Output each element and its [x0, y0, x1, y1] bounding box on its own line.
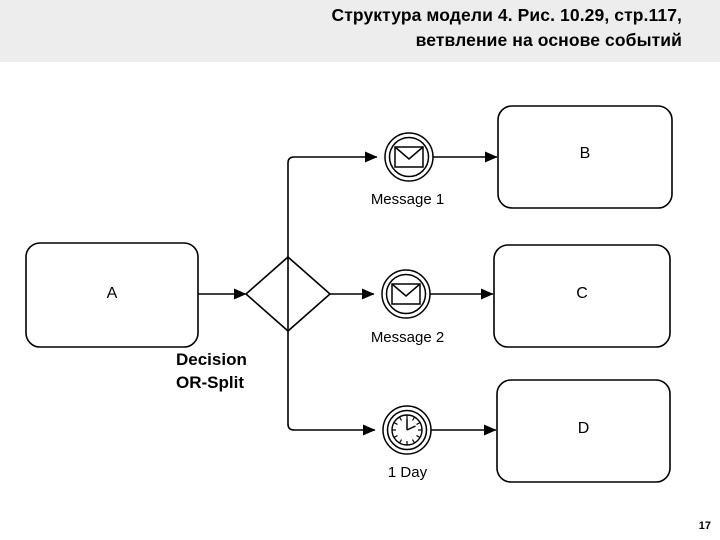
event-message-1[interactable] — [384, 132, 434, 182]
event-timer-1-day[interactable] — [382, 405, 432, 455]
flow-decision-to-message-1 — [287, 151, 378, 294]
task-c-label: C — [576, 285, 588, 302]
flow-decision-to-timer — [287, 294, 376, 436]
task-a[interactable] — [25, 242, 199, 348]
event-timer-1-label: 1 Day — [387, 464, 428, 481]
event-message-2-label: Message 2 — [370, 329, 445, 346]
task-c[interactable] — [493, 244, 671, 348]
task-a-label: A — [106, 285, 118, 302]
envelope-icon — [394, 146, 424, 168]
event-message-2[interactable] — [381, 269, 431, 319]
clock-icon — [391, 414, 423, 446]
task-b-label: B — [579, 145, 591, 162]
task-d[interactable] — [496, 379, 671, 483]
event-message-1-label: Message 1 — [370, 191, 445, 208]
title-band — [0, 0, 720, 62]
page-title: Структура модели 4. Рис. 10.29, стр.117,… — [40, 3, 682, 53]
gateway-decision-label-line-1: Decision — [176, 350, 247, 369]
task-d-label: D — [577, 420, 590, 437]
page-title-line-1: Структура модели 4. Рис. 10.29, стр.117, — [331, 5, 682, 25]
page-number: 17 — [698, 520, 711, 532]
page-title-line-2: ветвление на основе событий — [415, 30, 682, 50]
gateway-decision-label-line-2: OR-Split — [176, 373, 244, 392]
gateway-decision-label: Decision OR-Split — [176, 348, 306, 394]
task-b[interactable] — [497, 105, 673, 209]
envelope-icon — [391, 283, 421, 305]
